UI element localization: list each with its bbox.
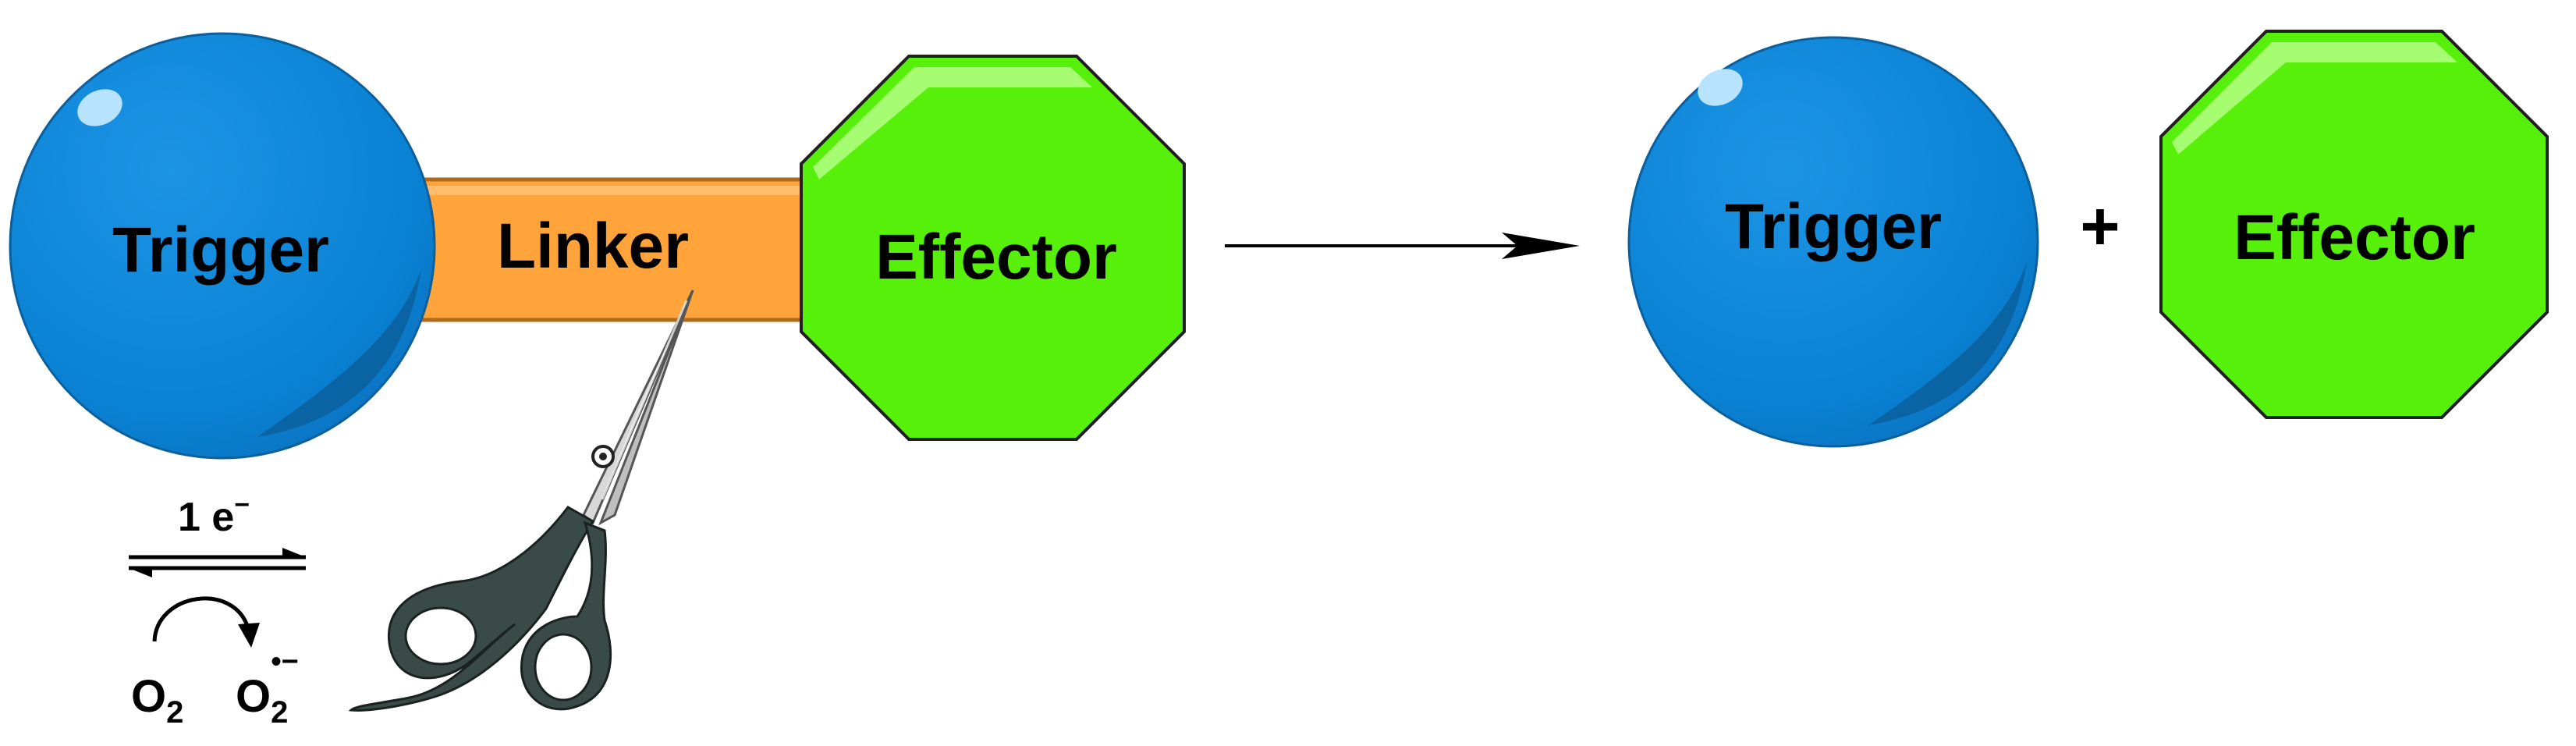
reaction-arrow-icon (1225, 233, 1580, 259)
oxygen-label: O2 (131, 671, 183, 730)
equilibrium-arrows-icon (129, 548, 306, 577)
electron-label: 1 e− (178, 490, 250, 540)
trigger-label-left: Trigger (112, 215, 329, 286)
linker-label: Linker (497, 211, 689, 282)
superoxide-label: O2•− (236, 645, 299, 730)
scissors-icon (348, 290, 694, 712)
trigger-label-right: Trigger (1725, 191, 1942, 262)
trigger-sphere-left (9, 32, 436, 460)
effector-octagon-left (800, 55, 1186, 441)
plus-sign: + (2080, 187, 2120, 265)
trigger-sphere-right (1627, 36, 2039, 448)
effector-octagon-right (2159, 30, 2549, 419)
linker-block (403, 177, 814, 322)
effector-label-right: Effector (2234, 202, 2475, 273)
curved-arrow-icon (152, 596, 260, 648)
effector-label-left: Effector (875, 222, 1117, 293)
